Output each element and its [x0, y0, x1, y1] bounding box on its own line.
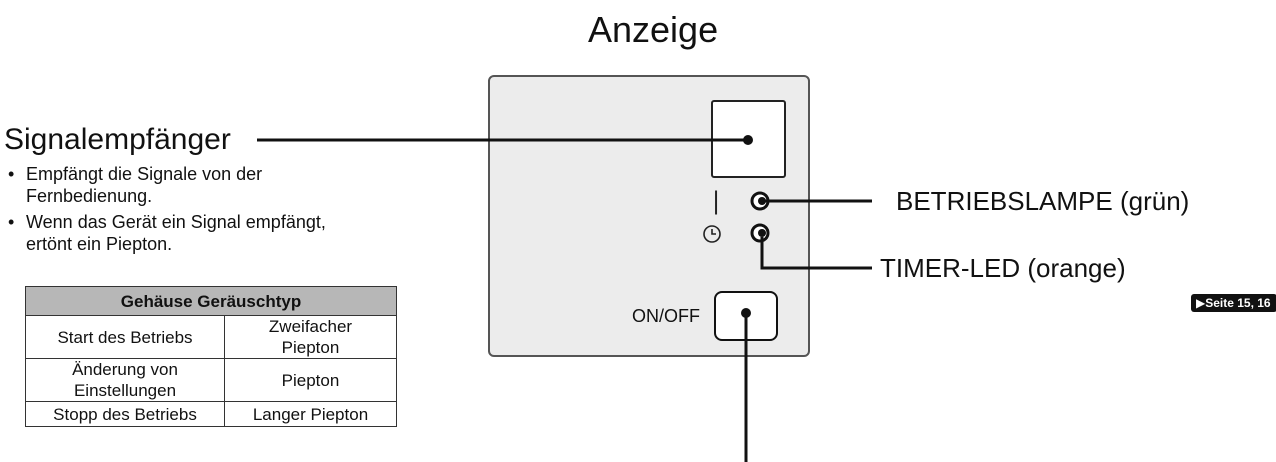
table-header: Gehäuse Geräuschtyp — [25, 286, 397, 316]
signal-receiver-description: Empfängt die Signale von derFernbedienun… — [2, 163, 326, 259]
table-cell-event: Start des Betriebs — [25, 315, 225, 359]
description-bullet-2: Wenn das Gerät ein Signal empfängt,ertön… — [2, 211, 326, 255]
page-reference-badge[interactable]: ▶Seite 15, 16 — [1191, 294, 1276, 312]
onoff-button[interactable] — [714, 291, 778, 341]
signal-receiver-window — [711, 100, 786, 178]
signal-receiver-label: Signalempfänger — [4, 123, 231, 156]
table-cell-sound: Piepton — [224, 358, 397, 402]
table-header-row: Gehäuse Geräuschtyp — [25, 286, 397, 316]
table-cell-sound: Langer Piepton — [224, 401, 397, 427]
description-bullet-1: Empfängt die Signale von derFernbedienun… — [2, 163, 326, 207]
beep-type-table: Gehäuse Geräuschtyp Start des Betriebs Z… — [25, 286, 397, 427]
onoff-label: ON/OFF — [632, 306, 700, 326]
table-cell-event: Stopp des Betriebs — [25, 401, 225, 427]
page-title: Anzeige — [588, 9, 719, 50]
timer-led-label: TIMER-LED (orange) — [880, 253, 1126, 283]
operation-lamp-label: BETRIEBSLAMPE (grün) — [896, 186, 1190, 216]
table-row: Stopp des Betriebs Langer Piepton — [25, 401, 397, 427]
